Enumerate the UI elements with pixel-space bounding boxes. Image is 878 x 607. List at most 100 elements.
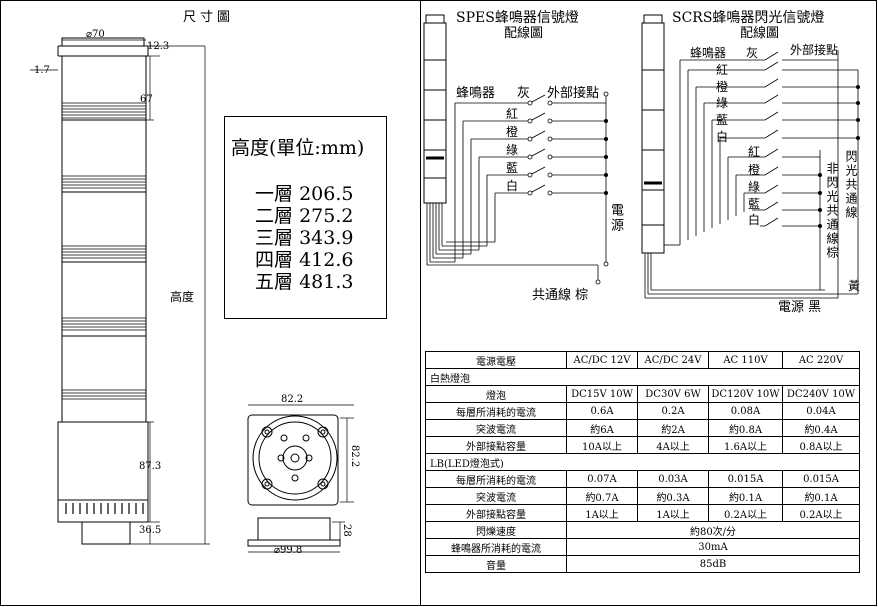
base-slots — [65, 503, 144, 514]
table-row: 每層所消耗的電流 0.6A 0.2A 0.08A 0.04A — [425, 402, 860, 420]
table-section-row: LB(LED燈泡式) — [425, 453, 860, 471]
spes-color-white: 白 — [506, 179, 519, 193]
spes-title: SPES蜂鳴器信號燈 — [456, 10, 579, 26]
bottom-height-label: 36.5 — [139, 525, 162, 536]
tier-value: 206.5 — [299, 183, 354, 205]
height-table-title: 高度(單位:mm) — [231, 137, 365, 159]
height-table: 高度(單位:mm) 一層 206.5 二層 275.2 三層 343.9 四層 … — [224, 116, 387, 319]
table-cell: 1A以上 — [566, 504, 638, 522]
spes-gray-label: 灰 — [517, 86, 531, 101]
tower-ribs — [62, 102, 146, 400]
height-row: 四層 412.6 — [255, 245, 353, 272]
scrs-steady-red: 紅 — [748, 145, 761, 159]
spes-power-label: 電源 — [608, 203, 623, 233]
scrs-steady-blue: 藍 — [748, 197, 761, 211]
spes-color-red: 紅 — [506, 107, 519, 121]
table-cell: 約2A — [637, 419, 709, 437]
scrs-steady-white: 白 — [748, 213, 761, 227]
scrs-title: SCRS蜂鳴器閃光信號燈 — [672, 10, 825, 26]
spes-wiring — [426, 94, 607, 280]
spes-color-orange: 橙 — [506, 125, 519, 139]
spec-table: 電源電壓 AC/DC 12V AC/DC 24V AC 110V AC 220V… — [425, 351, 860, 573]
base-width-label: 82.2 — [281, 394, 304, 405]
table-cell: 突波電流 — [425, 487, 567, 505]
table-cell: 音量 — [425, 555, 567, 573]
table-cell: 0.08A — [708, 402, 783, 420]
table-cell: 0.04A — [782, 402, 860, 420]
table-cell: 每層所消耗的電流 — [425, 470, 567, 488]
spes-terminals — [527, 91, 609, 285]
table-cell: 0.07A — [566, 470, 638, 488]
scrs-steady-common-label: 非閃光共通線棕 — [825, 162, 839, 260]
tier-label: 四層 — [255, 249, 294, 271]
table-header-cell: AC/DC 24V — [637, 351, 709, 369]
table-cell: 每層所消耗的電流 — [425, 402, 567, 420]
table-cell: 外部接點容量 — [425, 504, 567, 522]
scrs-buzzer-label: 蜂鳴器 — [690, 46, 727, 60]
table-cell: 約0.1A — [782, 487, 860, 505]
scrs-nodes — [818, 85, 860, 228]
height-row: 一層 206.5 — [255, 179, 353, 206]
table-row: 突波電流 約6A 約2A 約0.8A 約0.4A — [425, 419, 860, 437]
table-row: 蜂鳴器所消耗的電流 30mA — [425, 538, 860, 556]
table-cell: 4A以上 — [637, 436, 709, 454]
flange-height-label: 28 — [341, 524, 352, 537]
table-cell: 0.2A — [637, 402, 709, 420]
spes-color-blue: 藍 — [506, 161, 519, 175]
base-height-label: 87.3 — [139, 461, 162, 472]
scrs-power-label: 電源 黑 — [778, 300, 822, 315]
tier-value: 412.6 — [299, 249, 354, 271]
tower-outline — [57, 37, 149, 545]
table-cell: 0.015A — [708, 470, 783, 488]
scrs-yellow-label: 黃 — [848, 279, 861, 293]
table-cell: 1A以上 — [637, 504, 709, 522]
scrs-steady-green: 綠 — [748, 180, 761, 194]
table-cell: 約0.7A — [566, 487, 638, 505]
table-cell: 外部接點容量 — [425, 436, 567, 454]
cap-height-label: 12.3 — [147, 41, 170, 52]
dimension-title: 尺寸圖 — [183, 10, 235, 25]
table-section-row: 白熱燈泡 — [425, 368, 860, 386]
table-cell: 突波電流 — [425, 419, 567, 437]
table-row: 外部接點容量 10A以上 4A以上 1.6A以上 0.8A以上 — [425, 436, 860, 454]
table-cell: 燈泡 — [425, 385, 567, 403]
section-incandescent: 白熱燈泡 — [425, 368, 860, 386]
table-header-row: 電源電壓 AC/DC 12V AC/DC 24V AC 110V AC 220V — [425, 351, 860, 369]
rim-label: 1.7 — [34, 65, 50, 76]
spes-subtitle: 配線圖 — [504, 26, 544, 41]
scrs-flash-common-label: 閃光共通線 — [844, 150, 858, 220]
table-row: 外部接點容量 1A以上 1A以上 0.2A以上 0.2A以上 — [425, 504, 860, 522]
table-cell: 10A以上 — [566, 436, 638, 454]
table-cell: DC15V 10W — [566, 385, 638, 403]
scrs-tower — [641, 14, 665, 254]
table-row: 突波電流 約0.7A 約0.3A 約0.1A 約0.1A — [425, 487, 860, 505]
table-cell: 1.6A以上 — [708, 436, 783, 454]
tier-value: 481.3 — [299, 271, 354, 293]
scrs-external-label: 外部接點 — [790, 43, 839, 57]
scrs-flash-blue: 藍 — [716, 113, 729, 127]
table-row: 閃爍速度 約80次/分 — [425, 521, 860, 539]
section-led: LB(LED燈泡式) — [425, 453, 860, 471]
height-row: 三層 343.9 — [255, 223, 353, 250]
scrs-gray-label: 灰 — [746, 46, 759, 60]
table-cell: 0.6A — [566, 402, 638, 420]
tier-value: 275.2 — [299, 205, 354, 227]
scrs-flash-green: 綠 — [716, 96, 729, 110]
spes-tower — [423, 14, 447, 204]
table-row: 每層所消耗的電流 0.07A 0.03A 0.015A 0.015A — [425, 470, 860, 488]
scrs-flash-white: 白 — [716, 130, 729, 144]
table-row: 燈泡 DC15V 10W DC30V 6W DC120V 10W DC240V … — [425, 385, 860, 403]
tier-value: 343.9 — [299, 227, 354, 249]
spes-nodes — [604, 119, 608, 195]
spes-common-label: 共通線 棕 — [532, 288, 589, 303]
scrs-flash-red: 紅 — [716, 63, 729, 77]
table-cell: DC30V 6W — [637, 385, 709, 403]
table-cell: 0.2A以上 — [708, 504, 783, 522]
table-header-cell: 電源電壓 — [425, 351, 567, 369]
table-cell: 0.2A以上 — [782, 504, 860, 522]
table-cell: 蜂鳴器所消耗的電流 — [425, 538, 567, 556]
table-cell: 約0.4A — [782, 419, 860, 437]
flange-diameter-label: ⌀99.8 — [274, 545, 303, 556]
